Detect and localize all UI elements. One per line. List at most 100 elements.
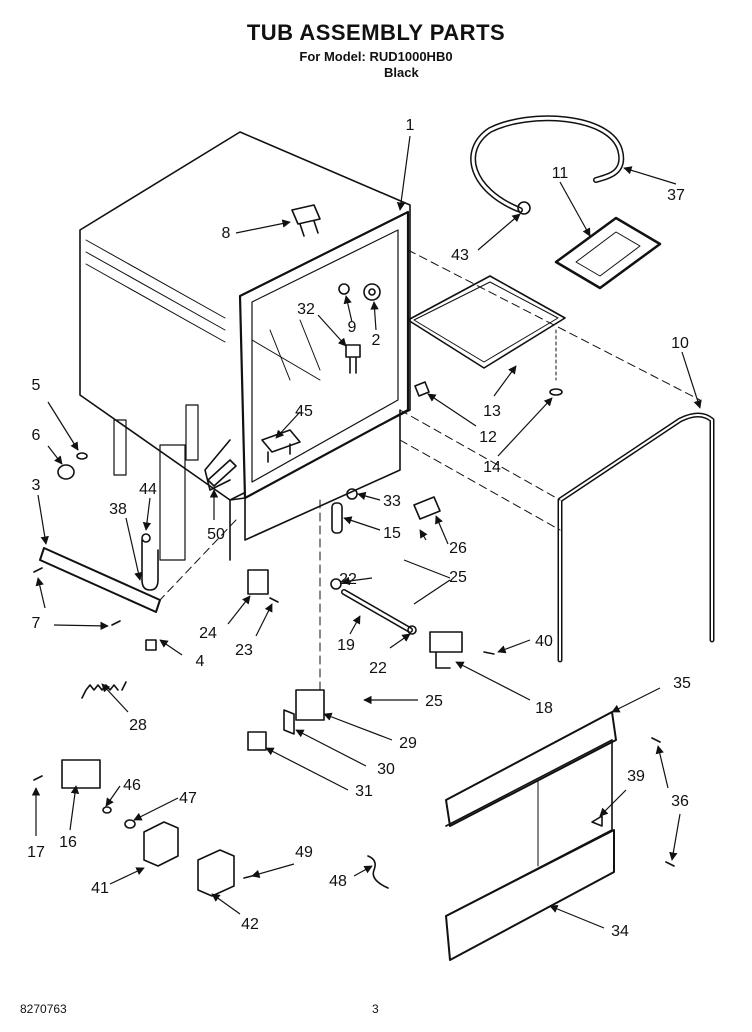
callout-15: 15 bbox=[383, 525, 401, 542]
callout-23: 23 bbox=[235, 642, 253, 659]
callout-25: 25 bbox=[449, 569, 467, 586]
callout-45: 45 bbox=[295, 403, 313, 420]
part-35 bbox=[445, 711, 617, 827]
callout-22: 22 bbox=[369, 660, 387, 677]
callout-49: 49 bbox=[295, 844, 313, 861]
part-13 bbox=[407, 275, 566, 369]
part-31 bbox=[247, 731, 267, 751]
callout-6: 6 bbox=[32, 427, 41, 444]
part-22a bbox=[330, 578, 342, 590]
callout-16: 16 bbox=[59, 834, 77, 851]
callout-40: 40 bbox=[535, 633, 553, 650]
part-2 bbox=[363, 283, 381, 301]
part-22b bbox=[407, 625, 417, 635]
callout-8: 8 bbox=[222, 225, 231, 242]
part-7 bbox=[33, 567, 121, 626]
color-line: Black bbox=[384, 65, 419, 80]
callout-41: 41 bbox=[91, 880, 109, 897]
callout-33: 33 bbox=[383, 493, 401, 510]
callout-30: 30 bbox=[377, 761, 395, 778]
callout-25: 25 bbox=[425, 693, 443, 710]
callout-37: 37 bbox=[667, 187, 685, 204]
callout-24: 24 bbox=[199, 625, 217, 642]
part-5 bbox=[76, 452, 88, 460]
callout-18: 18 bbox=[535, 700, 553, 717]
part-46 bbox=[102, 806, 112, 814]
part-39 bbox=[591, 815, 603, 827]
callout-29: 29 bbox=[399, 735, 417, 752]
part-49 bbox=[243, 875, 253, 879]
part-24 bbox=[247, 569, 269, 595]
callout-34: 34 bbox=[611, 923, 629, 940]
part-11 bbox=[554, 216, 662, 290]
callout-46: 46 bbox=[123, 777, 141, 794]
part-28 bbox=[81, 681, 127, 699]
part-40 bbox=[483, 651, 495, 655]
part-15 bbox=[331, 502, 343, 534]
callout-38: 38 bbox=[109, 501, 127, 518]
callout-2: 2 bbox=[372, 332, 381, 349]
part-8 bbox=[291, 204, 321, 237]
part-12 bbox=[414, 381, 430, 397]
part-33 bbox=[346, 488, 358, 500]
doc-number: 8270763 bbox=[20, 1002, 67, 1016]
part-29 bbox=[295, 689, 325, 721]
callout-36: 36 bbox=[671, 793, 689, 810]
callout-28: 28 bbox=[129, 717, 147, 734]
part-14 bbox=[549, 388, 563, 396]
callout-1: 1 bbox=[406, 117, 415, 134]
callout-7: 7 bbox=[32, 615, 41, 632]
part-6 bbox=[57, 464, 75, 480]
callout-48: 48 bbox=[329, 873, 347, 890]
part-34 bbox=[445, 829, 615, 961]
callout-47: 47 bbox=[179, 790, 197, 807]
part-4 bbox=[145, 639, 157, 651]
callout-39: 39 bbox=[627, 768, 645, 785]
part-48 bbox=[367, 855, 389, 889]
callout-22: 22 bbox=[339, 571, 357, 588]
part-18 bbox=[429, 631, 463, 669]
callout-31: 31 bbox=[355, 783, 373, 800]
callout-44: 44 bbox=[139, 481, 157, 498]
callout-numbers: 1234567891011121314151617181922222324252… bbox=[27, 117, 691, 940]
part-36 bbox=[651, 737, 675, 867]
part-47 bbox=[124, 819, 136, 829]
tub-body bbox=[79, 131, 411, 561]
callout-26: 26 bbox=[449, 540, 467, 557]
part-16 bbox=[61, 759, 101, 789]
part-50 bbox=[207, 459, 237, 487]
part-44 bbox=[517, 201, 531, 215]
part-23 bbox=[269, 597, 279, 603]
part-10 bbox=[557, 412, 715, 663]
callout-9: 9 bbox=[348, 319, 357, 336]
part-41 bbox=[143, 821, 179, 867]
callout-11: 11 bbox=[552, 165, 569, 182]
callout-19: 19 bbox=[337, 637, 355, 654]
callout-35: 35 bbox=[673, 675, 691, 692]
callout-32: 32 bbox=[297, 301, 315, 318]
part-30 bbox=[283, 709, 295, 735]
part-43 bbox=[141, 533, 151, 543]
callout-12: 12 bbox=[479, 429, 497, 446]
part-26 bbox=[413, 496, 441, 520]
part-3 bbox=[39, 547, 161, 613]
callout-5: 5 bbox=[32, 377, 41, 394]
page-title: TUB ASSEMBLY PARTS bbox=[246, 20, 506, 45]
page-number: 3 bbox=[372, 1002, 379, 1016]
callout-14: 14 bbox=[483, 459, 501, 476]
part-42 bbox=[197, 849, 235, 897]
callout-42: 42 bbox=[241, 916, 259, 933]
callout-13: 13 bbox=[483, 403, 501, 420]
callout-50: 50 bbox=[207, 526, 225, 543]
part-17 bbox=[33, 775, 43, 781]
part-32 bbox=[345, 344, 361, 374]
callout-17: 17 bbox=[27, 844, 45, 861]
model-line: For Model: RUD1000HB0 bbox=[299, 49, 453, 64]
part-37 bbox=[141, 539, 159, 591]
callout-43: 43 bbox=[451, 247, 469, 264]
callout-3: 3 bbox=[32, 477, 41, 494]
callout-4: 4 bbox=[196, 653, 205, 670]
part-9 bbox=[338, 283, 350, 295]
